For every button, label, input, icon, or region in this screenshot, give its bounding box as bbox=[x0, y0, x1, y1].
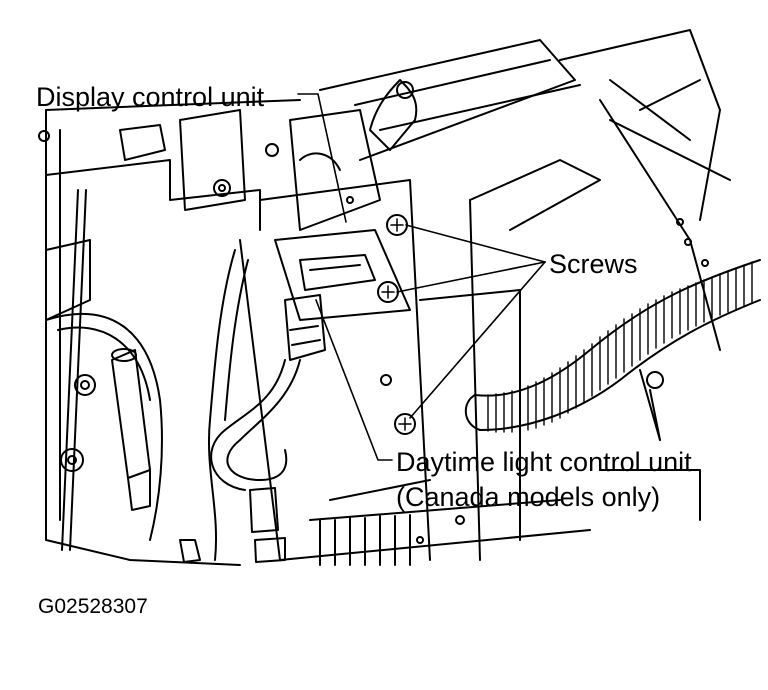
screw-leader-line-1 bbox=[405, 224, 546, 263]
screw-leader-line-2 bbox=[396, 261, 546, 293]
display-control-unit-label: Display control unit bbox=[36, 82, 265, 112]
conduit-ribs bbox=[487, 261, 753, 433]
corrugated-conduit bbox=[464, 259, 761, 431]
display-leader-line bbox=[297, 93, 347, 223]
screw-leader-line-3 bbox=[409, 261, 546, 419]
screws-label: Screws bbox=[549, 249, 638, 279]
daytime-light-control-unit-label: Daytime light control unit bbox=[396, 447, 692, 477]
dashboard-structure bbox=[38, 29, 731, 566]
canada-models-only-label: (Canada models only) bbox=[396, 482, 661, 512]
daytime-leader-line bbox=[315, 299, 393, 461]
screw-icon bbox=[394, 413, 416, 435]
leader-lines bbox=[297, 93, 546, 461]
figure-code: G02528307 bbox=[38, 595, 148, 618]
